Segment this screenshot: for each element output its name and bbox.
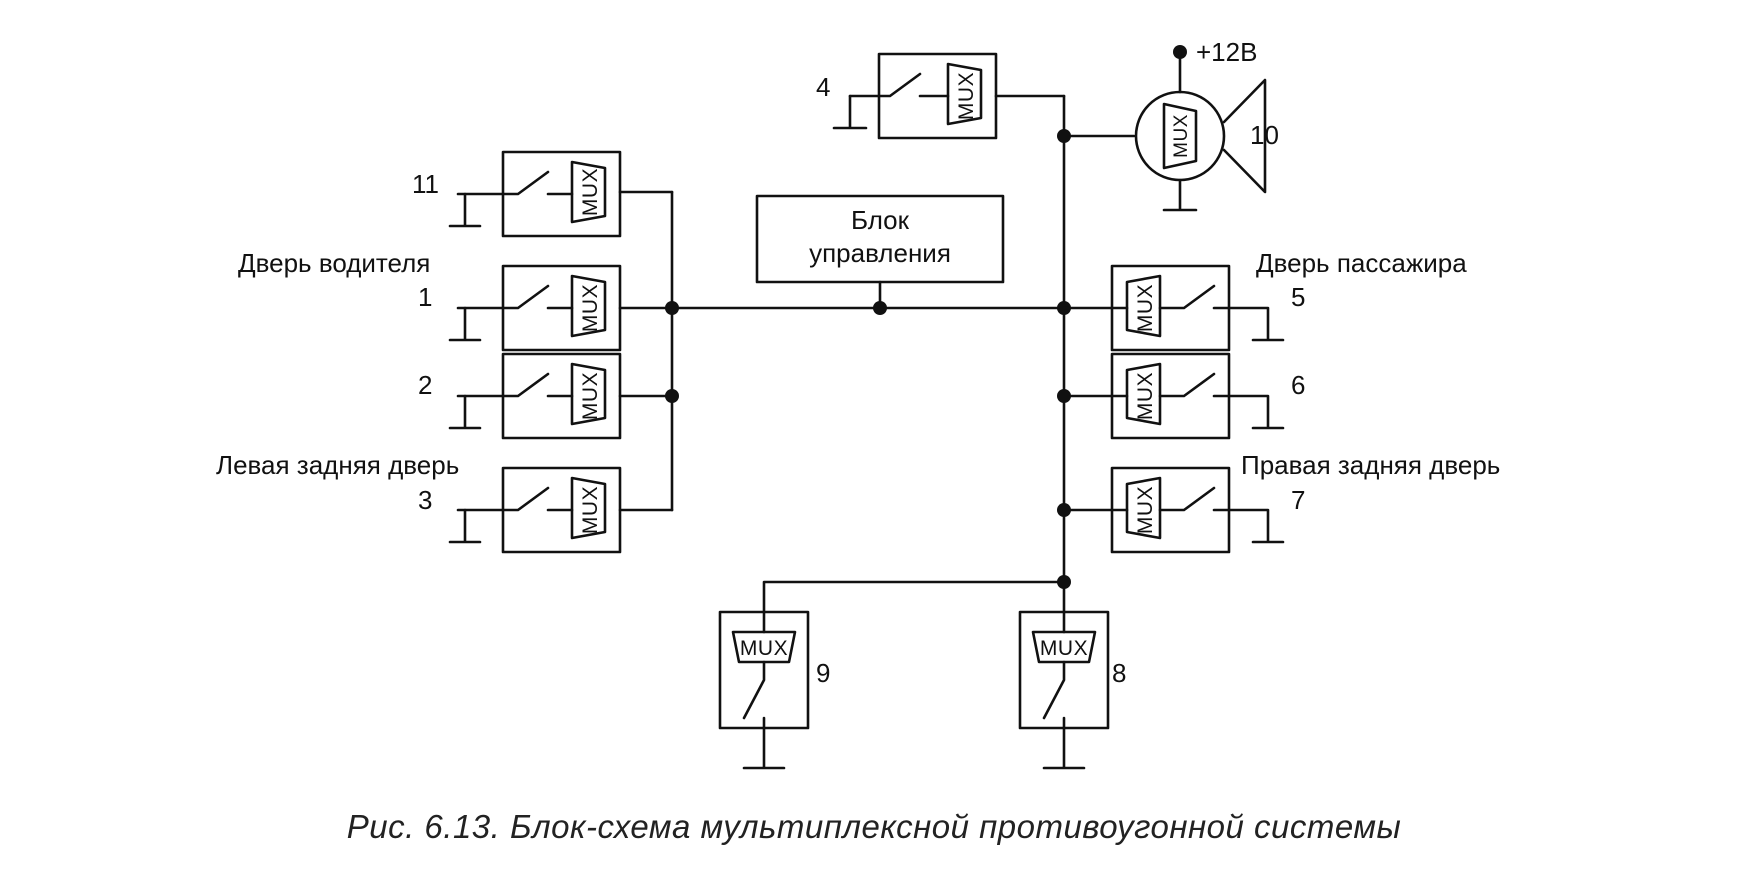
module-6	[1110, 352, 1285, 440]
mux-label-5: MUX	[1134, 284, 1157, 332]
number-6: 6	[1291, 370, 1305, 400]
bus-right-stubs	[1062, 394, 1114, 512]
mux-label-2: MUX	[579, 372, 602, 420]
number-3: 3	[418, 485, 432, 515]
control-unit-label-line1: Блок	[851, 205, 910, 235]
control-unit-label-line2: управления	[809, 238, 951, 268]
number-4: 4	[816, 72, 830, 102]
module-2	[448, 352, 622, 440]
mux-label-1: MUX	[579, 284, 602, 332]
left-rear-door-label: Левая задняя дверь	[216, 450, 459, 480]
bus-left-stubs	[618, 190, 674, 512]
module-9	[718, 610, 810, 770]
number-7: 7	[1291, 485, 1305, 515]
module-1	[448, 264, 622, 352]
number-2: 2	[418, 370, 432, 400]
supply-label: +12В	[1196, 37, 1257, 67]
siren-10	[1134, 50, 1267, 212]
module-7	[1110, 466, 1285, 554]
mux-label-8: MUX	[1040, 637, 1088, 660]
mux-label-3: MUX	[579, 486, 602, 534]
figure-caption: Рис. 6.13. Блок-схема мультиплексной про…	[346, 808, 1402, 845]
mux-label-9: MUX	[740, 637, 788, 660]
number-8: 8	[1112, 658, 1126, 688]
module-11	[448, 150, 622, 238]
junction-dots	[665, 45, 1187, 589]
module-3	[448, 466, 622, 554]
mux-label-6: MUX	[1134, 372, 1157, 420]
driver-door-label: Дверь водителя	[238, 248, 430, 278]
right-rear-door-label: Правая задняя дверь	[1241, 450, 1500, 480]
mux-label-7: MUX	[1134, 486, 1157, 534]
module-8	[1018, 610, 1110, 770]
number-9: 9	[816, 658, 830, 688]
mux-label-10: MUX	[1171, 114, 1192, 158]
control-unit-box	[755, 194, 1005, 284]
mux-label-4: MUX	[955, 72, 978, 120]
mux-labels: MUX MUX MUX MUX MUX MUX MUX MUX MUX MUX …	[579, 72, 1192, 660]
number-10: 10	[1250, 120, 1279, 150]
mux-label-11: MUX	[579, 168, 602, 216]
number-5: 5	[1291, 282, 1305, 312]
module-5	[1062, 264, 1285, 352]
bus-bottom	[762, 580, 1066, 614]
passenger-door-label: Дверь пассажира	[1256, 248, 1467, 278]
module-4	[832, 52, 998, 140]
number-11: 11	[412, 169, 439, 199]
number-1: 1	[418, 282, 432, 312]
